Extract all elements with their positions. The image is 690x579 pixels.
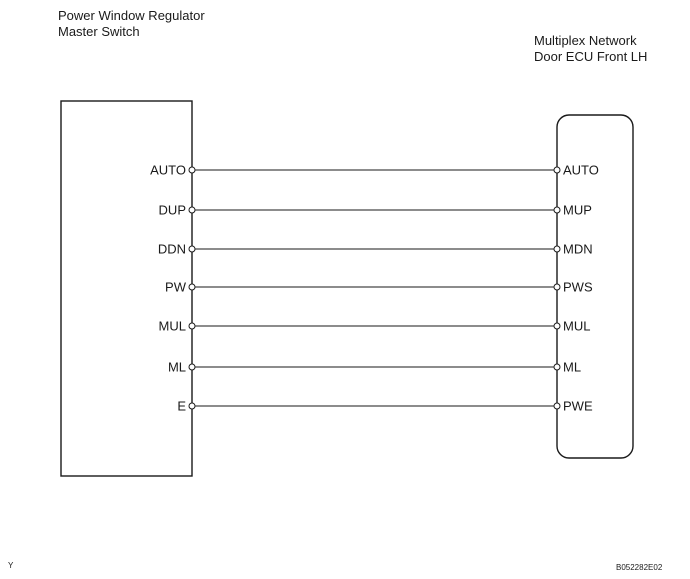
right-terminal-3 bbox=[553, 283, 561, 291]
left-pin-label-1: DUP bbox=[159, 203, 186, 218]
left-terminal-6 bbox=[188, 402, 196, 410]
left-title-line-2: Master Switch bbox=[58, 24, 140, 39]
left-terminal-1 bbox=[188, 206, 196, 214]
left-component-title: Power Window Regulator Master Switch bbox=[58, 8, 205, 40]
left-terminal-3 bbox=[188, 283, 196, 291]
right-terminal-6 bbox=[553, 402, 561, 410]
left-pin-label-0: AUTO bbox=[150, 163, 186, 178]
left-terminal-4 bbox=[188, 322, 196, 330]
right-component-title: Multiplex Network Door ECU Front LH bbox=[534, 33, 647, 65]
left-pin-label-3: PW bbox=[165, 280, 187, 295]
left-pin-label-2: DDN bbox=[158, 242, 186, 257]
footer-left-code: Y bbox=[8, 561, 14, 570]
left-terminal-0 bbox=[188, 166, 196, 174]
right-terminal-0 bbox=[553, 166, 561, 174]
left-terminal-2 bbox=[188, 245, 196, 253]
right-pin-label-5: ML bbox=[563, 360, 581, 375]
right-title-line-1: Multiplex Network bbox=[534, 33, 637, 48]
right-pin-label-4: MUL bbox=[563, 319, 590, 334]
left-title-line-1: Power Window Regulator bbox=[58, 8, 205, 23]
left-pin-label-6: E bbox=[177, 399, 186, 414]
right-pin-label-2: MDN bbox=[563, 242, 593, 257]
right-title-line-2: Door ECU Front LH bbox=[534, 49, 648, 64]
footer-right-code: B052282E02 bbox=[616, 563, 663, 572]
right-pin-label-1: MUP bbox=[563, 203, 592, 218]
left-pin-label-5: ML bbox=[168, 360, 186, 375]
left-pin-label-4: MUL bbox=[159, 319, 186, 334]
left-terminal-5 bbox=[188, 363, 196, 371]
right-terminal-1 bbox=[553, 206, 561, 214]
wire-group: AUTO AUTO DUP MUP DDN MDN PW PWS MUL MUL ML ML E PWE bbox=[150, 163, 599, 414]
right-pin-label-3: PWS bbox=[563, 280, 593, 295]
right-pin-label-0: AUTO bbox=[563, 163, 599, 178]
right-terminal-2 bbox=[553, 245, 561, 253]
right-pin-label-6: PWE bbox=[563, 399, 593, 414]
right-terminal-5 bbox=[553, 363, 561, 371]
right-terminal-4 bbox=[553, 322, 561, 330]
